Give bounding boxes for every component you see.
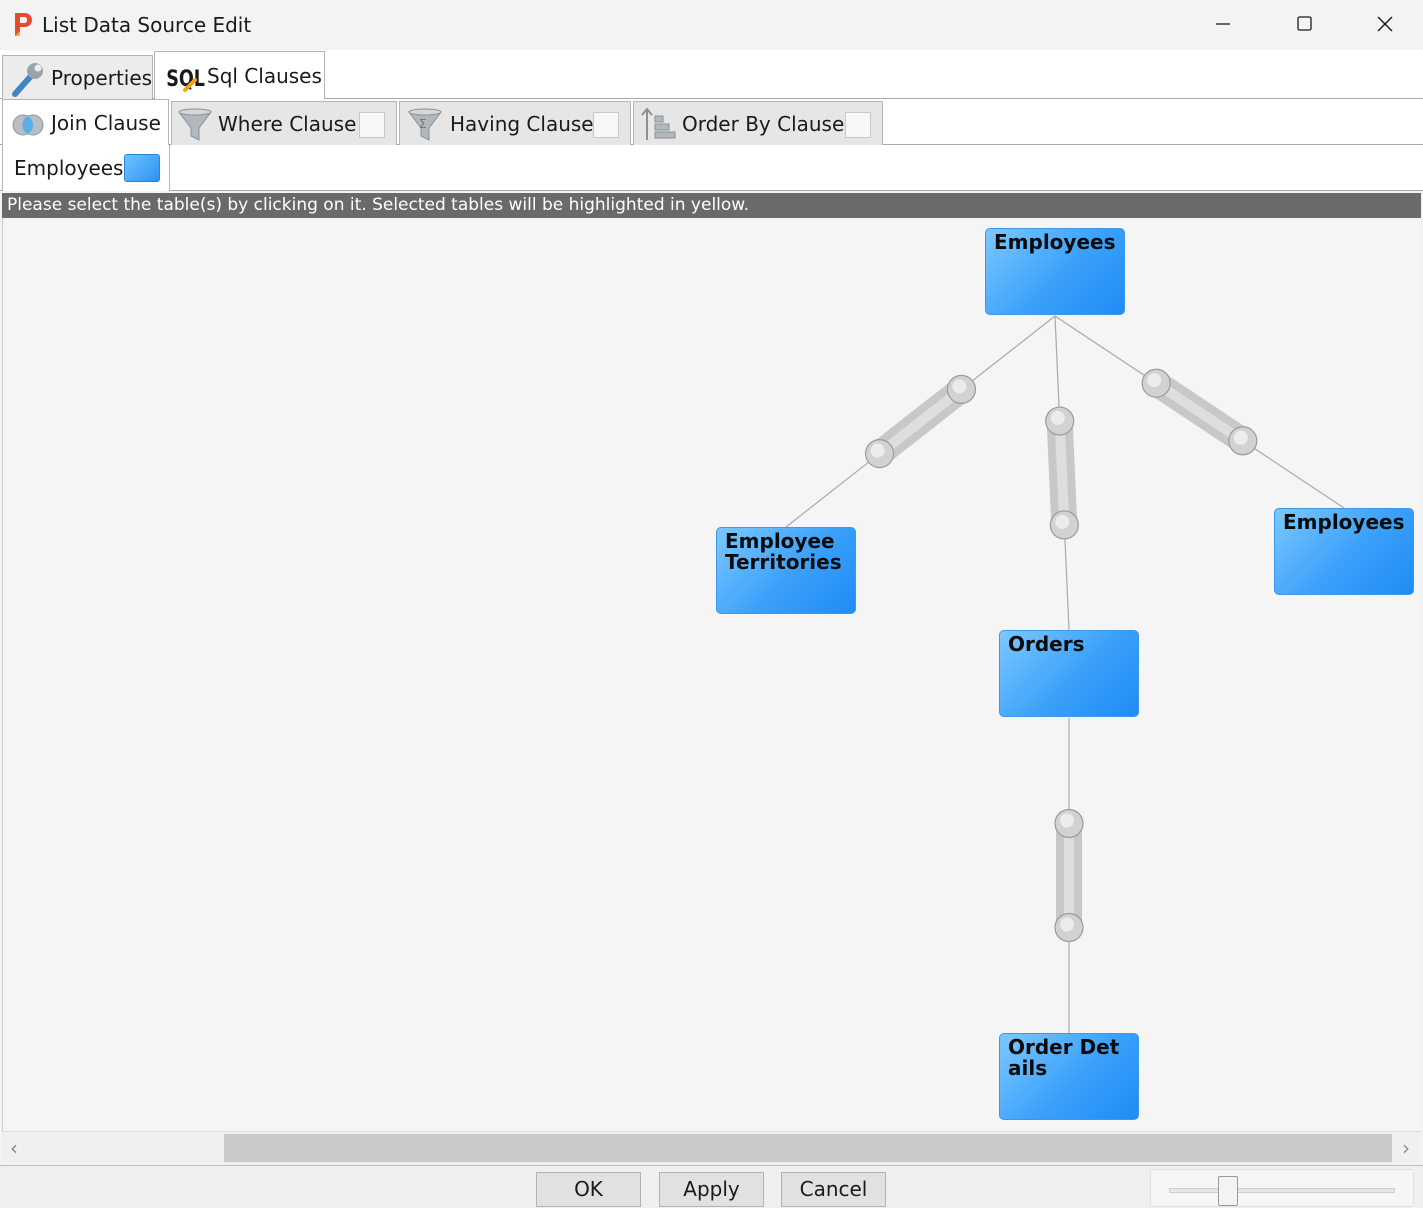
chevron-left-icon[interactable]: ‹ xyxy=(10,1136,18,1160)
join-connector-knob-shine xyxy=(1147,373,1162,388)
tab-join-label: Join Clause xyxy=(51,110,161,135)
table-node-label: Order Details xyxy=(1008,1035,1120,1080)
join-connector-highlight xyxy=(1151,378,1248,446)
join-connector-knob-shine xyxy=(1055,514,1070,529)
tab-order-by-label: Order By Clause xyxy=(682,111,845,136)
minimize-button[interactable] xyxy=(1183,0,1263,50)
p-logo-icon xyxy=(15,13,32,36)
table-color-swatch xyxy=(124,154,160,182)
table-tab-strip: Employees xyxy=(0,145,1423,191)
venn-join-icon xyxy=(12,114,44,135)
table-node[interactable]: Orders xyxy=(999,630,1139,717)
maximize-button[interactable] xyxy=(1264,0,1344,50)
instruction-bar: Please select the table(s) by clicking o… xyxy=(2,193,1421,218)
join-connector-knob-shine xyxy=(1060,917,1074,932)
table-node[interactable]: Employees xyxy=(1274,508,1414,595)
join-connector-knob-shine xyxy=(1060,813,1074,828)
table-node-label: Employees xyxy=(994,230,1116,254)
sort-bars-icon xyxy=(641,106,676,140)
tab-employees-label: Employees xyxy=(14,156,124,180)
table-node-label: Orders xyxy=(1008,632,1085,656)
where-clause-checkbox[interactable] xyxy=(359,112,385,138)
join-links-layer xyxy=(785,315,1345,1033)
title-bar: List Data Source Edit xyxy=(0,0,1423,50)
tab-join-clause[interactable]: Join Clause xyxy=(2,99,169,145)
table-node-label: EmployeeTerritories xyxy=(725,529,842,574)
tab-order-by-clause[interactable]: Order By Clause xyxy=(633,101,883,145)
close-button[interactable] xyxy=(1345,0,1423,50)
wrench-icon xyxy=(12,62,43,97)
dialog-button-bar: OK Apply Cancel xyxy=(0,1165,1423,1208)
join-connector-knob-shine xyxy=(1050,411,1065,426)
minimize-icon xyxy=(1216,23,1230,25)
join-connector-highlight xyxy=(1054,416,1070,530)
ok-button[interactable]: OK xyxy=(536,1172,641,1207)
table-node[interactable]: EmployeeTerritories xyxy=(716,527,856,614)
join-connector-knob-shine xyxy=(1233,430,1248,445)
tab-sql-clauses[interactable]: SQL Sql Clauses xyxy=(154,51,325,99)
tab-where-clause[interactable]: Where Clause xyxy=(171,101,397,145)
join-link[interactable] xyxy=(1054,315,1345,509)
order-by-clause-checkbox[interactable] xyxy=(845,112,871,138)
table-node[interactable]: Order Details xyxy=(999,1033,1139,1120)
join-connector-knob-shine xyxy=(870,443,885,458)
tab-having-label: Having Clause xyxy=(450,111,594,136)
apply-button[interactable]: Apply xyxy=(659,1172,764,1207)
tab-properties-label: Properties xyxy=(51,65,153,90)
tab-where-label: Where Clause xyxy=(218,111,357,136)
chevron-right-icon[interactable]: › xyxy=(1402,1136,1410,1160)
cancel-button[interactable]: Cancel xyxy=(781,1172,886,1207)
maximize-icon xyxy=(1297,16,1312,31)
join-connector-knob-shine xyxy=(952,379,967,394)
close-icon xyxy=(1377,16,1393,32)
clause-tab-strip: Join Clause Where Clause Σ Having Clause xyxy=(0,99,1423,145)
table-node[interactable]: Employees xyxy=(985,228,1125,315)
zoom-slider-panel xyxy=(1150,1169,1414,1207)
funnel-sigma-icon: Σ xyxy=(408,108,442,141)
having-clause-checkbox[interactable] xyxy=(593,112,619,138)
zoom-slider-thumb[interactable] xyxy=(1218,1176,1238,1206)
join-link[interactable] xyxy=(1054,718,1084,1033)
window-title: List Data Source Edit xyxy=(42,13,252,37)
svg-text:Σ: Σ xyxy=(419,117,427,131)
tab-properties[interactable]: Properties xyxy=(2,55,153,99)
scrollbar-thumb[interactable] xyxy=(224,1134,1392,1162)
outer-tab-strip: Properties SQL Sql Clauses xyxy=(0,50,1423,99)
zoom-slider-track[interactable] xyxy=(1169,1188,1395,1193)
funnel-icon xyxy=(178,108,212,141)
table-node-label: Employees xyxy=(1283,510,1405,534)
tab-having-clause[interactable]: Σ Having Clause xyxy=(399,101,631,145)
join-link[interactable] xyxy=(1045,315,1079,631)
tab-employees-table[interactable]: Employees xyxy=(2,145,170,191)
join-connector-highlight xyxy=(874,384,967,459)
horizontal-scrollbar[interactable]: ‹ › xyxy=(2,1131,1421,1163)
sql-icon: SQL xyxy=(166,66,205,92)
tab-sql-label: Sql Clauses xyxy=(207,63,322,88)
join-link[interactable] xyxy=(785,315,1056,528)
